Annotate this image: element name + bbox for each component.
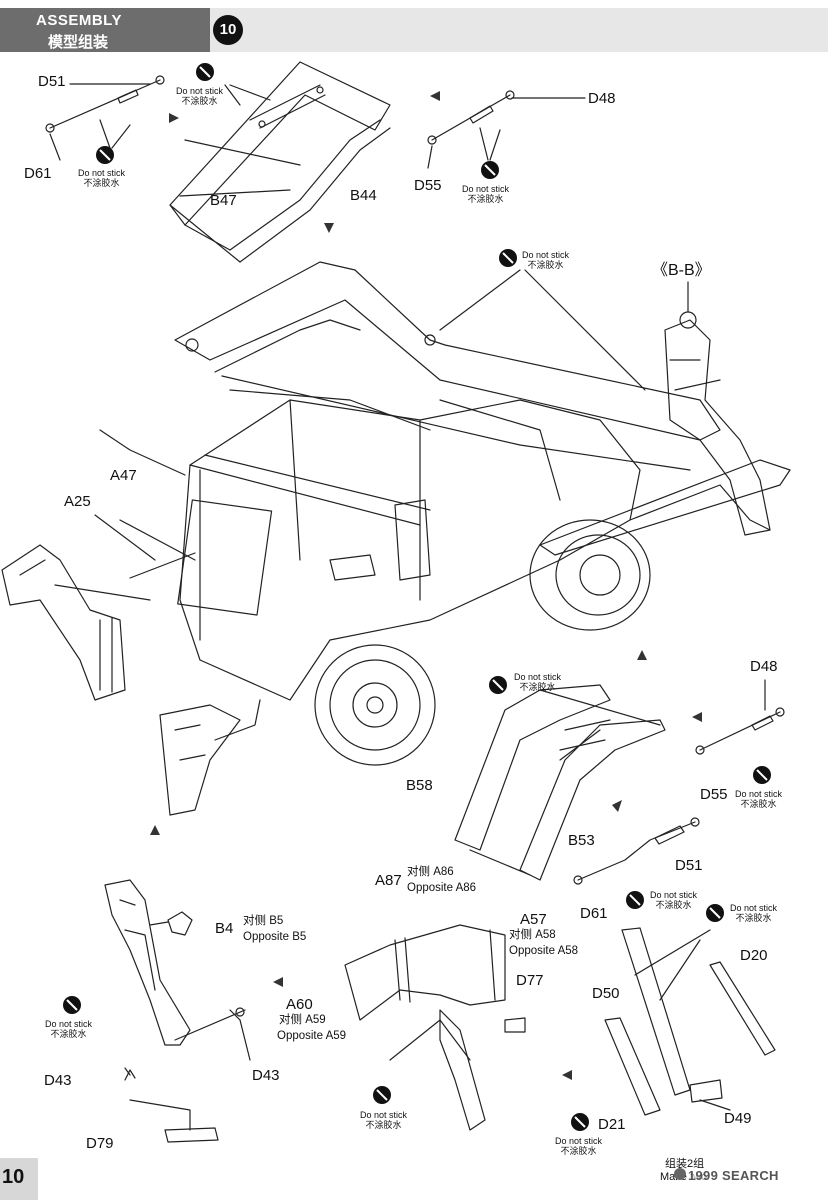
- part-label-a86-cn: 对侧 A86: [407, 866, 454, 878]
- part-label-d43-right: D43: [252, 1067, 280, 1084]
- arrow-diag-1: [612, 800, 622, 812]
- watermark-text: 1999 SEARCH: [688, 1168, 779, 1183]
- no-glue-icon: [499, 249, 517, 267]
- watermark-logo-icon: [674, 1168, 686, 1180]
- page-header: ASSEMBLY 模型组装 10: [0, 8, 828, 52]
- part-label-a86-en: Opposite A86: [407, 882, 477, 894]
- part-label-a59-en: Opposite A59: [277, 1030, 347, 1042]
- step-number-badge: 10: [213, 15, 243, 45]
- part-label-d55-top: D55: [414, 177, 442, 194]
- frame-b58-b53: [454, 684, 611, 851]
- frame-roof-upper: [174, 261, 721, 441]
- part-label-a57: A57: [520, 911, 547, 928]
- rod-d48-d55-right: [699, 711, 781, 751]
- vehicle-body: [179, 399, 641, 701]
- arrow-left-4: [562, 1070, 572, 1080]
- wheel-rear: [314, 644, 436, 766]
- no-glue-icon: [63, 996, 81, 1014]
- part-d49: [689, 1079, 723, 1103]
- part-label-d50: D50: [592, 985, 620, 1002]
- no-glue-icon: [489, 676, 507, 694]
- part-label-d48-right: D48: [750, 658, 778, 675]
- part-label-d49: D49: [724, 1110, 752, 1127]
- rod-d51-d61-right: [577, 821, 696, 881]
- part-label-b5-cn: 对侧 B5: [243, 915, 284, 927]
- part-label-a25: A25: [64, 493, 91, 510]
- part-label-d51-right: D51: [675, 857, 703, 874]
- part-label-a60: A60: [286, 996, 313, 1013]
- arrow-up-1: [637, 650, 647, 660]
- wheel-front: [529, 519, 651, 631]
- part-label-a58-en: Opposite A58: [509, 945, 579, 957]
- arrow-up-2: [150, 825, 160, 835]
- rod-d21: [604, 1017, 661, 1116]
- part-label-d20: D20: [740, 947, 768, 964]
- part-label-d77: D77: [516, 972, 544, 989]
- part-label-b5-en: Opposite B5: [243, 931, 307, 943]
- column-b-b: [664, 319, 771, 536]
- part-label-a47: A47: [110, 467, 137, 484]
- part-label-d51-top: D51: [38, 73, 66, 90]
- arrow-left-2: [692, 712, 702, 722]
- column-b4: [104, 879, 191, 1046]
- part-label-b47: B47: [210, 192, 237, 209]
- page-number-box: 10: [0, 1158, 38, 1200]
- part-label-d55-right: D55: [700, 786, 728, 803]
- part-label-a58-cn: 对侧 A58: [509, 929, 556, 941]
- rod-d20: [709, 961, 776, 1056]
- part-label-b4: B4: [215, 920, 234, 937]
- rod-d50: [621, 927, 691, 1096]
- section-title-en: ASSEMBLY: [36, 12, 122, 29]
- rod-d51-d61-top: [49, 79, 161, 129]
- part-d79: [164, 1127, 219, 1143]
- part-label-b58: B58: [406, 777, 433, 794]
- part-label-d43-left: D43: [44, 1072, 72, 1089]
- part-label-d48-top: D48: [588, 90, 616, 107]
- header-light-band: [210, 8, 828, 52]
- page-number: 10: [2, 1166, 25, 1188]
- assembly-note-cn: 组装2组: [665, 1158, 705, 1170]
- no-glue-icon: [481, 161, 499, 179]
- arrow-left-1: [430, 91, 440, 101]
- frame-a87-a57: [344, 924, 506, 1021]
- bracket-lower-left: [159, 704, 241, 816]
- support-a25: [1, 544, 126, 701]
- no-glue-icon: [753, 766, 771, 784]
- no-glue-icon: [571, 1113, 589, 1131]
- part-label-d61-right: D61: [580, 905, 608, 922]
- part-label-a59-cn: 对侧 A59: [279, 1014, 326, 1026]
- part-label-b44: B44: [350, 187, 377, 204]
- part-label-d21: D21: [598, 1116, 626, 1133]
- arrow-right-1: [169, 113, 179, 123]
- part-label-d79: D79: [86, 1135, 114, 1152]
- header-dark-band: ASSEMBLY 模型组装: [0, 8, 210, 52]
- part-label-a87: A87: [375, 872, 402, 889]
- arrow-down-1: [324, 223, 334, 233]
- no-glue-icon: [373, 1086, 391, 1104]
- no-glue-icon: [96, 146, 114, 164]
- no-glue-icon: [706, 904, 724, 922]
- part-label-d61-top: D61: [24, 165, 52, 182]
- no-glue-icon: [626, 891, 644, 909]
- view-label-b-b: 《B-B》: [652, 262, 711, 279]
- part-label-b53: B53: [568, 832, 595, 849]
- section-title-cn: 模型组装: [48, 34, 109, 51]
- no-glue-icon: [196, 63, 214, 81]
- arrow-left-3: [273, 977, 283, 987]
